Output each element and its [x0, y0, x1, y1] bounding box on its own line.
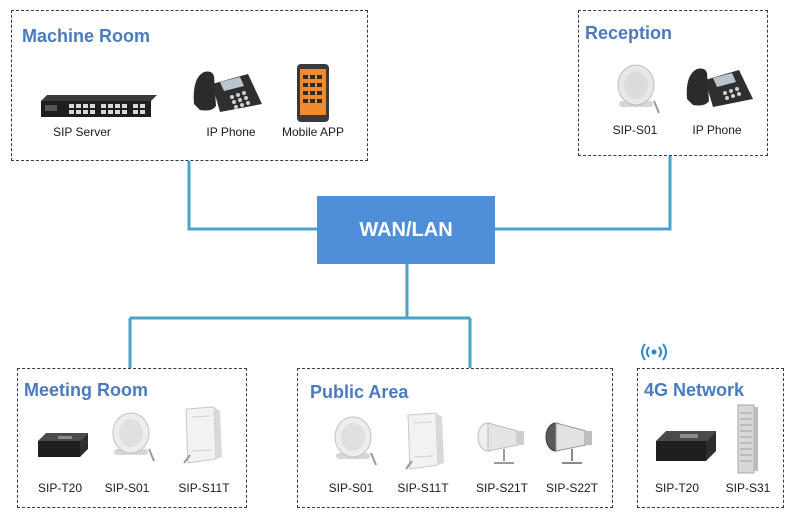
horn-speaker-icon	[477, 422, 524, 464]
ip-phone-icon	[193, 71, 262, 112]
device-label-ip-phone: IP Phone	[692, 123, 742, 137]
sip-t20-amplifier-icon	[656, 431, 716, 461]
ip-phone-icon	[686, 68, 753, 107]
zone-public-area: Public Area SIP-S01 SIP-S11T SIP-S21T SI…	[297, 368, 613, 508]
device-label-mobile-app: Mobile APP	[281, 125, 345, 139]
column-speaker-icon	[737, 404, 758, 474]
zone-title: Machine Room	[22, 26, 151, 46]
device-label-sip-s11t: SIP-S11T	[178, 481, 230, 495]
wan-lan-label: WAN/LAN	[359, 218, 453, 241]
horn-speaker-icon	[545, 422, 592, 464]
ceiling-speaker-icon	[617, 64, 660, 114]
device-label-ip-phone: IP Phone	[206, 125, 256, 139]
wall-speaker-icon	[405, 412, 444, 470]
device-label-sip-s01: SIP-S01	[104, 481, 150, 495]
sip-t20-amplifier-icon	[38, 433, 88, 457]
wall-speaker-icon	[183, 406, 222, 464]
device-label-sip-s21t: SIP-S21T	[475, 481, 529, 495]
zone-title: Reception	[585, 23, 673, 43]
zone-title: Meeting Room	[24, 380, 148, 400]
device-label-sip-s22t: SIP-S22T	[545, 481, 599, 495]
zone-meeting-room: Meeting Room SIP-T20 SIP-S01 SIP-S11T	[17, 368, 247, 508]
ceiling-speaker-icon	[112, 412, 155, 462]
zone-title: Public Area	[310, 382, 409, 402]
zone-reception: Reception SIP-S01 IP Phone	[578, 10, 768, 156]
device-label-sip-s01: SIP-S01	[612, 123, 658, 137]
device-label-sip-t20: SIP-T20	[654, 481, 700, 495]
link-reception	[495, 155, 672, 231]
mobile-app-icon	[297, 64, 329, 122]
device-label-sip-t20: SIP-T20	[37, 481, 83, 495]
zone-machine-room: Machine Room SIP Server IP Phone	[11, 10, 368, 161]
device-label-sip-s31: SIP-S31	[725, 481, 771, 495]
zone-4g-network: 4G Network SIP-T20 SIP-S31	[637, 368, 784, 508]
wan-lan-hub: WAN/LAN	[317, 196, 495, 264]
device-label-sip-server: SIP Server	[53, 125, 111, 139]
ceiling-speaker-icon	[334, 416, 377, 466]
link-machine-room	[187, 160, 317, 231]
device-label-sip-s01: SIP-S01	[328, 481, 374, 495]
wireless-signal-icon	[641, 343, 667, 361]
sip-server-icon	[41, 95, 157, 117]
zone-title: 4G Network	[644, 380, 745, 400]
device-label-sip-s11t: SIP-S11T	[397, 481, 449, 495]
